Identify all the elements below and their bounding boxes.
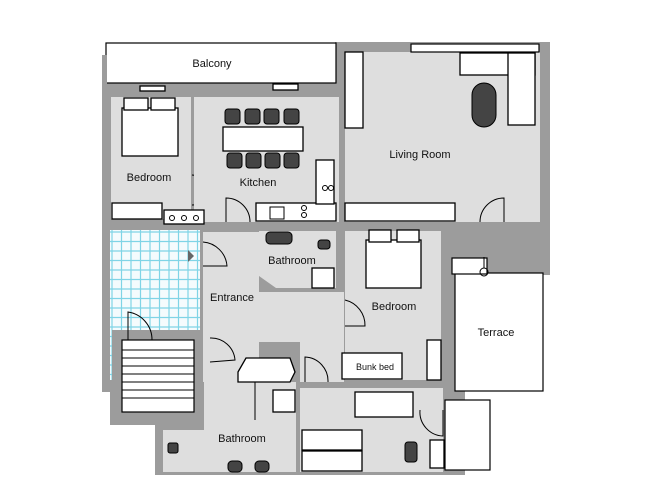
room-label-kitchen: Kitchen <box>240 177 277 189</box>
single-bed <box>354 391 414 418</box>
double-bed <box>365 239 422 289</box>
double-bed <box>121 107 179 157</box>
kitchen: Kitchen <box>163 83 339 225</box>
single-bed <box>301 450 363 472</box>
terrace: Terrace <box>444 257 544 471</box>
bedroom-top: Bedroom <box>111 85 221 220</box>
room-label-bedroom-middle: Bedroom <box>372 301 417 313</box>
room-label-balcony: Balcony <box>192 58 232 70</box>
single-bed <box>301 429 363 451</box>
toilet <box>317 239 331 250</box>
bathroom-top: Bathroom <box>259 231 336 289</box>
kitchen-counter <box>255 202 337 222</box>
stove-counter <box>315 159 335 205</box>
sink <box>254 460 270 473</box>
shower <box>311 267 335 289</box>
wardrobe <box>426 339 442 381</box>
bathroom-bottom: Bathroom <box>163 356 329 473</box>
desk <box>429 439 445 469</box>
bedroom-bottom <box>300 388 445 472</box>
balcony: Balcony <box>102 42 337 85</box>
radiator <box>163 209 205 225</box>
coffee-table <box>471 82 497 128</box>
room-label-bathroom-bottom: Bathroom <box>218 433 266 445</box>
dining-table <box>222 126 304 152</box>
toilet <box>167 442 179 454</box>
sink <box>227 460 243 473</box>
room-label-terrace: Terrace <box>478 327 515 339</box>
bunk-bed <box>341 352 403 380</box>
room-label-bedroom-top: Bedroom <box>127 172 172 184</box>
entrance: Entrance <box>202 232 344 382</box>
room-label-living-room: Living Room <box>389 149 450 161</box>
room-label-entrance: Entrance <box>210 292 254 304</box>
shower <box>272 389 296 413</box>
bathtub <box>237 357 296 383</box>
staircase <box>112 311 200 422</box>
sink <box>265 231 293 245</box>
bunk-bed-label: Bunk bed <box>356 362 394 372</box>
dining-chairs <box>224 108 300 169</box>
sideboard <box>344 202 456 222</box>
wardrobe <box>111 202 163 220</box>
room-label-bathroom-top: Bathroom <box>268 255 316 267</box>
living-room: Living Room <box>344 43 540 223</box>
tv-unit <box>344 51 364 129</box>
bedroom-middle: Bunk bed Bedroom <box>341 229 442 381</box>
desk-chair <box>404 441 418 463</box>
